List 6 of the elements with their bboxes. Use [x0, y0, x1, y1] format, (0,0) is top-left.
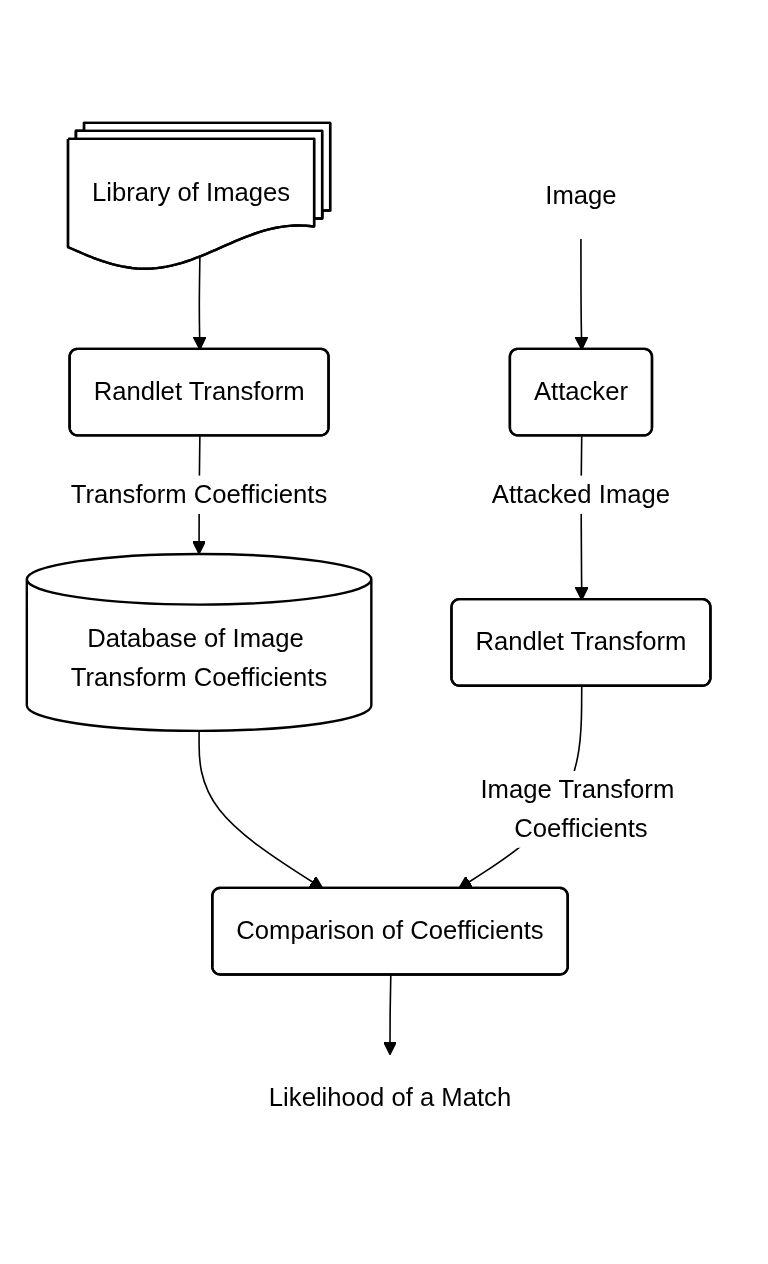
edge-label: Image Transform Coefficients: [480, 775, 675, 842]
node-text: Image: [545, 181, 617, 209]
arrow: [382, 974, 398, 1056]
node-text: Likelihood of a Match: [268, 1083, 512, 1111]
edge-label: Transform Coefficients: [70, 480, 328, 508]
edge-label: Attacked Image: [491, 480, 671, 508]
